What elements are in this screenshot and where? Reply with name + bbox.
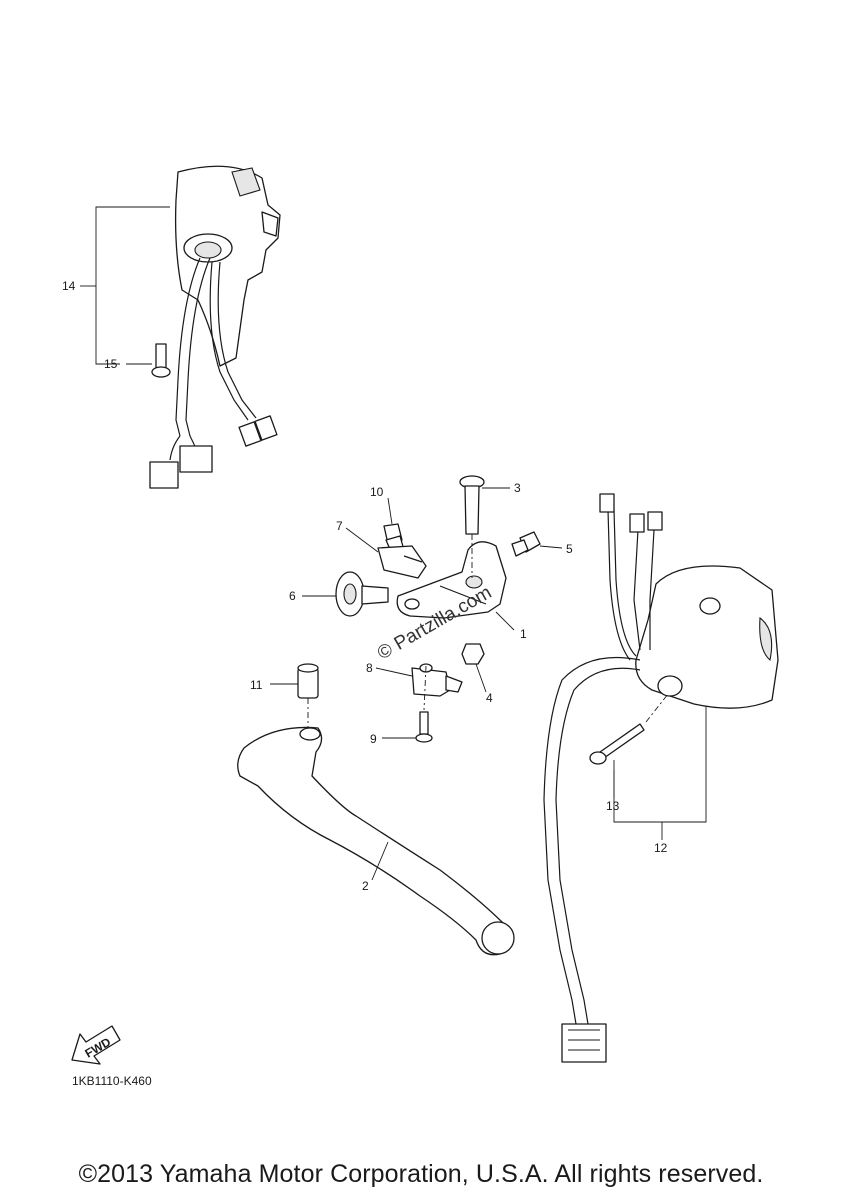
fwd-arrow-icon: FWD <box>71 1025 121 1065</box>
callout-9: 9 <box>370 732 377 746</box>
switch-8 <box>411 663 463 697</box>
left-handlebar-switch <box>80 165 281 489</box>
adjuster-6 <box>335 571 389 617</box>
callout-15: 15 <box>104 357 118 371</box>
callout-7: 7 <box>336 519 343 533</box>
callout-4: 4 <box>486 691 493 705</box>
bolt-5 <box>511 531 541 557</box>
collar-11 <box>297 663 319 699</box>
nut-4 <box>461 643 485 665</box>
callout-6: 6 <box>289 589 296 603</box>
assembly-centerlines <box>307 534 669 728</box>
callout-5: 5 <box>566 542 573 556</box>
screw-9 <box>415 711 433 743</box>
callout-8: 8 <box>366 661 373 675</box>
callout-3: 3 <box>514 481 521 495</box>
leader-lines <box>270 487 615 881</box>
diagram-code: 1KB1110-K460 <box>72 1074 152 1088</box>
callout-12: 12 <box>654 841 668 855</box>
right-handlebar-switch <box>543 493 779 1063</box>
copyright-notice: ©2013 Yamaha Motor Corporation, U.S.A. A… <box>78 1160 764 1188</box>
callout-13: 13 <box>606 799 620 813</box>
callout-2: 2 <box>362 879 369 893</box>
callout-10: 10 <box>370 485 384 499</box>
bolt-3 <box>459 475 485 535</box>
callout-14: 14 <box>62 279 76 293</box>
lever-holder <box>396 541 507 619</box>
bracket-7 <box>377 545 427 579</box>
lever-2 <box>237 726 515 956</box>
callout-11: 11 <box>250 678 263 692</box>
callout-1: 1 <box>520 627 527 641</box>
